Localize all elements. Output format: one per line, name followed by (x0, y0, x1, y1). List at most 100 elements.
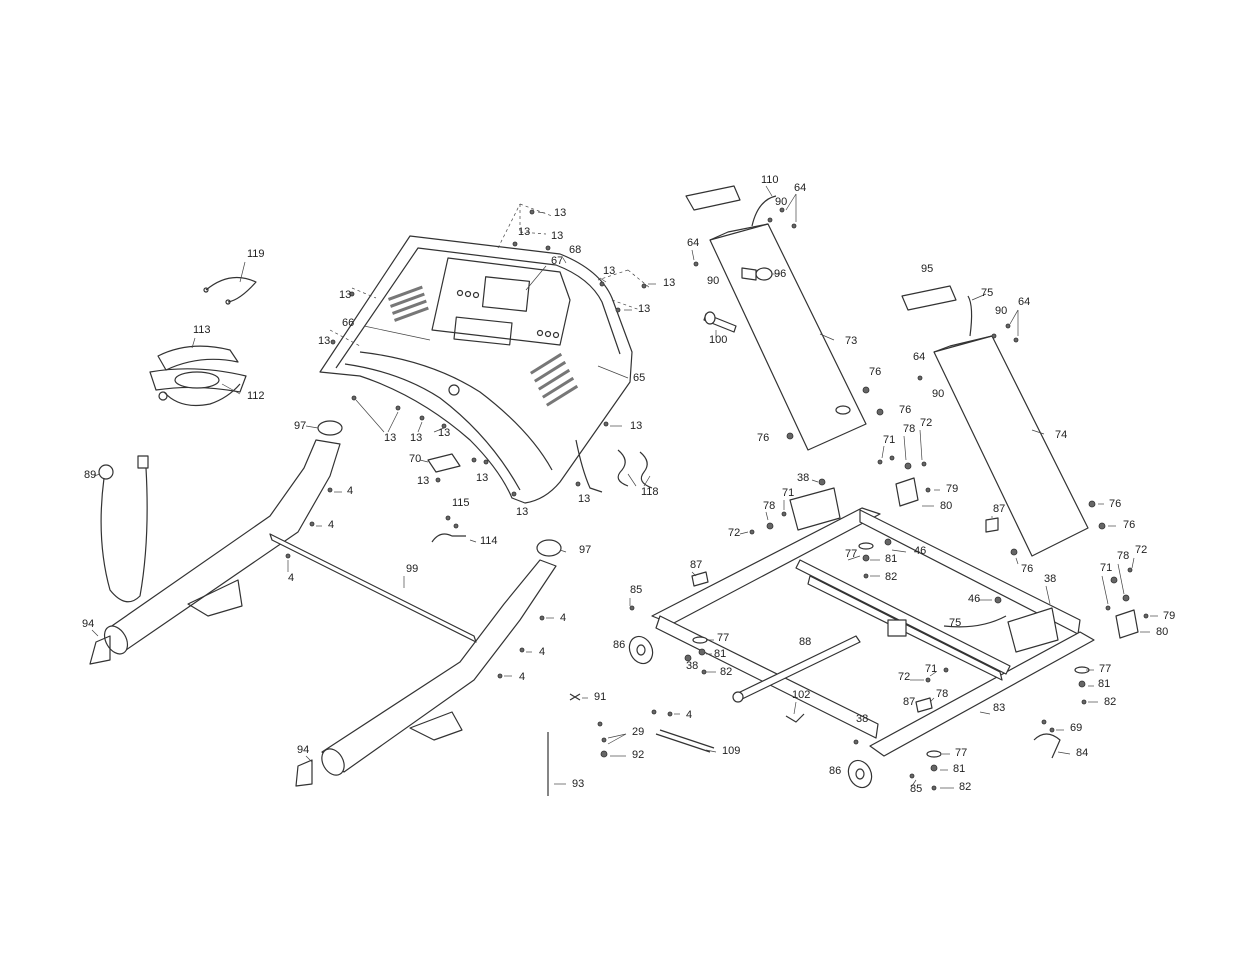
part-number-label: 81 (953, 763, 965, 775)
part-number-label: 110 (761, 174, 779, 186)
part-number-label: 72 (728, 527, 740, 539)
part-number-label: 82 (1104, 696, 1116, 708)
speaker-grille-left (388, 285, 429, 322)
part-number-label: 82 (885, 571, 897, 583)
part-number-label: 13 (438, 427, 450, 439)
part-number-label: 76 (899, 404, 911, 416)
right-upright-tube (295, 539, 562, 787)
console-assembly (319, 235, 653, 504)
part-number-label: 75 (981, 287, 993, 299)
part-number-label: 13 (339, 289, 351, 301)
part-number-label: 13 (410, 432, 422, 444)
post-bracket-a (789, 487, 841, 531)
fasteners (285, 207, 1149, 791)
upright-post-73 (709, 223, 867, 451)
part-number-label: 90 (932, 388, 944, 400)
cord-89 (98, 455, 149, 603)
part-number-label: 96 (774, 268, 786, 280)
part-number-label: 93 (572, 778, 584, 790)
part-number-label: 87 (690, 559, 702, 571)
part-number-label: 112 (247, 390, 265, 402)
part-number-label: 71 (883, 434, 895, 446)
part-number-label: 72 (920, 417, 932, 429)
part-number-label: 73 (845, 335, 857, 347)
part-number-label: 78 (763, 500, 775, 512)
post-bracket-b (1007, 607, 1059, 653)
washers (692, 542, 1090, 758)
wheel-86-right (847, 759, 873, 789)
part-number-label: 74 (1055, 429, 1067, 441)
part-number-label: 13 (318, 335, 330, 347)
cable-119 (203, 276, 257, 305)
clip-102 (785, 713, 805, 723)
left-upright-tube (89, 420, 343, 665)
part-number-label: 71 (1100, 562, 1112, 574)
part-number-label: 94 (297, 744, 309, 756)
pin-100 (703, 311, 737, 333)
part-number-label: 13 (663, 277, 675, 289)
part-number-label: 4 (539, 646, 545, 658)
part-number-label: 78 (1117, 550, 1129, 562)
part-number-label: 76 (1109, 498, 1121, 510)
part-number-label: 38 (686, 660, 698, 672)
part-number-label: 88 (799, 636, 811, 648)
part-number-label: 72 (898, 671, 910, 683)
part-number-label: 13 (554, 207, 566, 219)
bracket-80a (895, 477, 919, 507)
part-number-label: 119 (247, 248, 265, 260)
speaker-grille-right (530, 352, 579, 407)
part-number-label: 85 (630, 584, 642, 596)
part-number-label: 81 (1098, 678, 1110, 690)
part-number-label: 78 (903, 423, 915, 435)
part-number-label: 100 (709, 334, 727, 346)
part-number-label: 64 (913, 351, 925, 363)
part-number-label: 13 (551, 230, 563, 242)
part-number-label: 76 (1123, 519, 1135, 531)
part-number-label: 70 (409, 453, 421, 465)
part-number-label: 99 (406, 563, 418, 575)
part-number-label: 67 (551, 255, 563, 267)
part-number-label: 64 (1018, 296, 1030, 308)
part-number-label: 90 (775, 196, 787, 208)
part-number-label: 82 (720, 666, 732, 678)
part-number-label: 76 (869, 366, 881, 378)
part-number-label: 77 (845, 548, 857, 560)
part-number-label: 76 (757, 432, 769, 444)
part-number-label: 4 (288, 572, 294, 584)
cover-87c (915, 697, 933, 713)
part-number-label: 13 (417, 475, 429, 487)
part-number-label: 13 (516, 506, 528, 518)
part-number-label: 109 (722, 745, 740, 757)
part-number-label: 91 (594, 691, 606, 703)
bracket-84 (1033, 733, 1061, 759)
part-number-label: 81 (714, 648, 726, 660)
part-number-label: 79 (1163, 610, 1175, 622)
incline-actuator-88 (732, 635, 861, 703)
part-number-label: 13 (638, 303, 650, 315)
part-number-label: 87 (903, 696, 915, 708)
part-number-label: 13 (476, 472, 488, 484)
part-number-label: 82 (959, 781, 971, 793)
part-number-label: 4 (686, 709, 692, 721)
part-number-label: 85 (910, 783, 922, 795)
part-number-label: 94 (82, 618, 94, 630)
part-number-label: 13 (630, 420, 642, 432)
bracket-80b (1115, 609, 1139, 639)
part-number-label: 80 (1156, 626, 1168, 638)
part-number-label: 77 (717, 632, 729, 644)
part-number-label: 38 (856, 713, 868, 725)
part-number-label: 115 (452, 497, 470, 509)
part-number-label: 4 (328, 519, 334, 531)
part-number-label: 68 (569, 244, 581, 256)
part-number-label: 81 (885, 553, 897, 565)
part-number-label: 4 (347, 485, 353, 497)
part-number-label: 87 (993, 503, 1005, 515)
tie-91 (569, 693, 581, 701)
part-number-label: 89 (84, 469, 96, 481)
part-number-label: 90 (707, 275, 719, 287)
part-number-label: 118 (641, 486, 659, 498)
part-number-label: 64 (794, 182, 806, 194)
part-number-label: 46 (914, 545, 926, 557)
